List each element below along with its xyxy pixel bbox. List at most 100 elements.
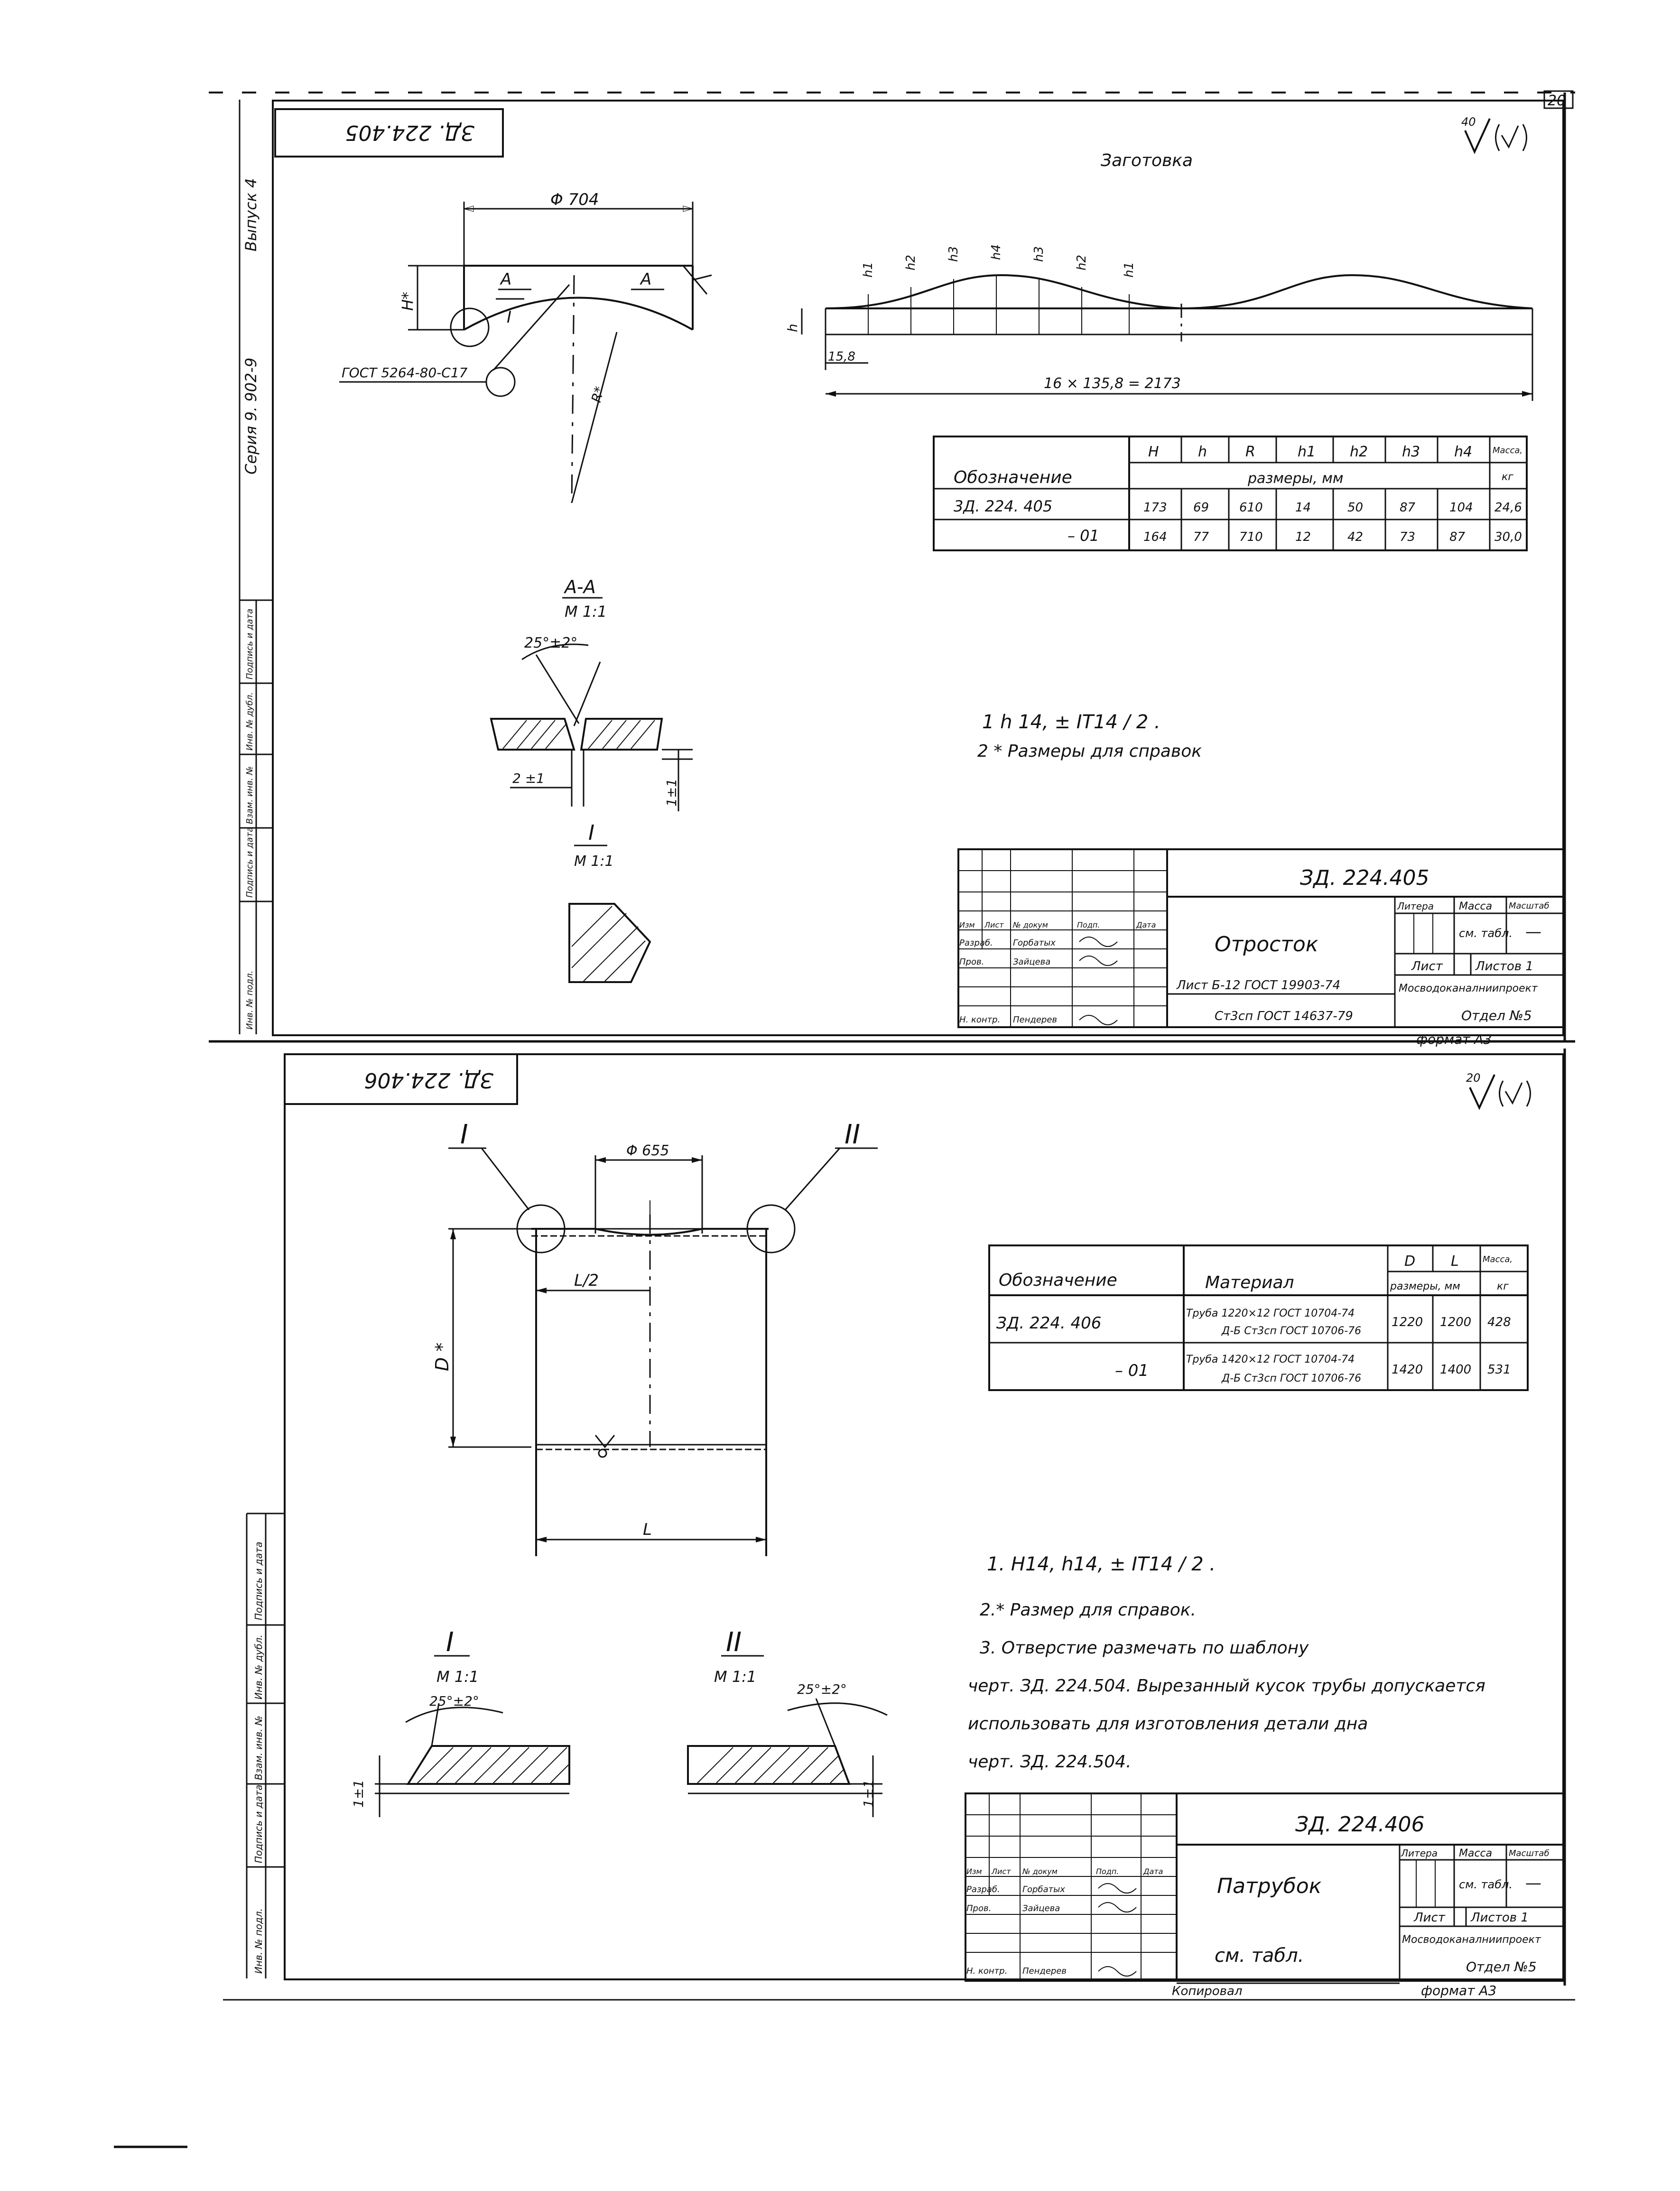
top-razrab: Разраб. [959,938,993,948]
row2-h4: 87 [1449,530,1466,544]
page-number: 20 [1548,93,1566,109]
side-cell-dub: Инв. № дубл. [245,692,255,751]
top-stamp-material-2: Ст3сп ГОСТ 14637-79 [1215,1009,1353,1023]
top-role-doc: № докум [1012,920,1048,929]
bottom-stamp-mass-h: Масса [1459,1847,1492,1859]
col-designation: Обозначение [954,468,1072,487]
bottom-side-inv: Инв. № подл. [253,1908,264,1974]
b-row1-designation: ЗД. 224. 406 [996,1314,1101,1333]
bottom-stamp-name: Патрубок [1217,1874,1322,1898]
b-row1-mat1: Труба 1220×12 ГОСТ 10704-74 [1186,1308,1355,1319]
bottom-role-doc: № докум [1022,1867,1058,1876]
bottom-code-box: ЗД. 224.406 [284,1053,518,1105]
dev-dim-total: 16 × 135,8 = 2173 [1044,375,1181,392]
dev-h2-b: h2 [1075,255,1089,270]
detail-ii-title: II [726,1627,742,1658]
row1-mass: 24,6 [1494,501,1522,515]
mark-I: I [460,1119,468,1150]
dev-h: h [785,324,800,332]
top-nkontr-name: Пендерев [1013,1015,1057,1025]
row1-designation: 3Д. 224. 405 [954,497,1052,515]
top-stamp-mass-h: Масса [1459,901,1492,912]
top-note-2: 2 * Размеры для справок [977,742,1202,761]
units-label: размеры, мм [1247,470,1344,487]
section-aa-scale: М 1:1 [565,603,607,621]
weld-spec: ГОСТ 5264-80-С17 [342,365,468,381]
top-razrab-name: Горбатых [1013,938,1056,948]
bottom-note-1: 1. H14, h14, ± IT14 / 2 . [987,1553,1216,1575]
side-cell-sign2: Подпись и дата [245,827,255,898]
top-stamp-format: формат А3 [1416,1031,1492,1047]
label-L2: L/2 [574,1271,599,1290]
dev-h1-a: h1 [861,262,875,278]
bottom-nkontr-name: Пендерев [1022,1966,1067,1976]
section-aa-title: А-А [563,576,596,597]
detail-i-root: 1±1 [351,1780,366,1808]
dev-h3-a: h3 [947,246,961,262]
roughness-symbol-bottom: 20 [1466,1071,1531,1110]
roughness-value-top: 40 [1461,115,1476,129]
col-h3: h3 [1402,444,1420,460]
row2-h1: 12 [1295,530,1311,544]
bottom-role-list: Лист [991,1867,1011,1876]
bottom-role-izm: Изм [966,1867,982,1876]
side-cell-replace: Взам. инв. № [245,766,255,824]
row2-R: 710 [1239,530,1263,544]
label-L: L [643,1520,652,1539]
section-i-scale: М 1:1 [574,853,614,870]
detail-i-scale: М 1:1 [436,1668,479,1686]
row2-H: 164 [1143,530,1167,544]
ordinate-lines [868,275,1130,334]
top-prov-name: Зайцева [1013,957,1050,967]
bottom-stamp-litera: Литера [1401,1847,1438,1859]
dev-h4: h4 [989,244,1003,260]
dev-dim-small: 15,8 [828,350,855,364]
label-I: I [507,308,511,327]
top-params-table: Обозначение H h R h1 h2 h3 h4 Масса, кг … [933,436,1528,551]
col-h4: h4 [1454,444,1472,460]
col-h1: h1 [1298,444,1316,460]
col-H: H [1148,444,1159,460]
bottom-material-table: Обозначение Материал D L Масса, кг разме… [988,1244,1529,1391]
series-label: Серия 9. 902-9 [242,358,260,474]
b-col-L: L [1451,1253,1459,1270]
row1-R: 610 [1239,501,1263,515]
col-h2: h2 [1350,444,1368,460]
bottom-notes: 1. H14, h14, ± IT14 / 2 . 2.* Размер для… [968,1553,1485,1772]
section-aa-root: 1±1 [664,779,679,807]
top-stamp-material-1: Лист Б-12 ГОСТ 19903-74 [1176,978,1340,993]
section-i-top: I М 1:1 [568,821,651,983]
top-prov: Пров. [959,957,984,967]
b-col-D: D [1404,1253,1415,1270]
col-R: R [1245,444,1255,460]
b-row1-L: 1200 [1440,1315,1471,1329]
dev-h3-b: h3 [1032,246,1046,262]
row1-h4: 104 [1449,501,1473,515]
row2-mass: 30,0 [1494,530,1522,544]
bottom-stamp-sheet: Лист [1413,1911,1446,1925]
diameter-704: Φ 704 [550,190,599,209]
row2-h3: 73 [1400,530,1415,544]
top-stamp-mass-v: см. табл. [1459,927,1513,940]
diameter-655: Φ 655 [626,1142,669,1159]
detail-ii-root: 1±1 [861,1780,876,1808]
top-stamp-org: Мосводоканалниипроект [1399,983,1538,994]
roughness-symbol-top: 40 [1461,115,1527,154]
bottom-stamp-copied: Копировал [1172,1984,1243,1998]
col-mass: Масса, [1493,446,1522,455]
b-row2-designation: – 01 [1115,1361,1149,1380]
bottom-prov-name: Зайцева [1022,1903,1060,1913]
b-row1-D: 1220 [1392,1315,1423,1329]
top-role-list: Лист [984,920,1004,929]
bottom-side-dub: Инв. № дубл. [253,1634,264,1699]
bottom-stamp-code: ЗД. 224.406 [1295,1812,1425,1837]
row2-h: 77 [1193,530,1209,544]
top-note-1: 1 h 14, ± IT14 / 2 . [982,711,1160,733]
detail-i-angle: 25°±2° [429,1693,479,1709]
top-code-inverted: ЗД. 224.405 [345,121,474,145]
bottom-role-date: Дата [1143,1867,1163,1876]
pipe-view: I II Φ 655 D * L/2 L [432,1119,878,1556]
b-row2-L: 1400 [1440,1363,1471,1377]
b-row2-mass: 531 [1487,1363,1511,1377]
top-code-box: ЗД. 224.405 [274,108,504,158]
